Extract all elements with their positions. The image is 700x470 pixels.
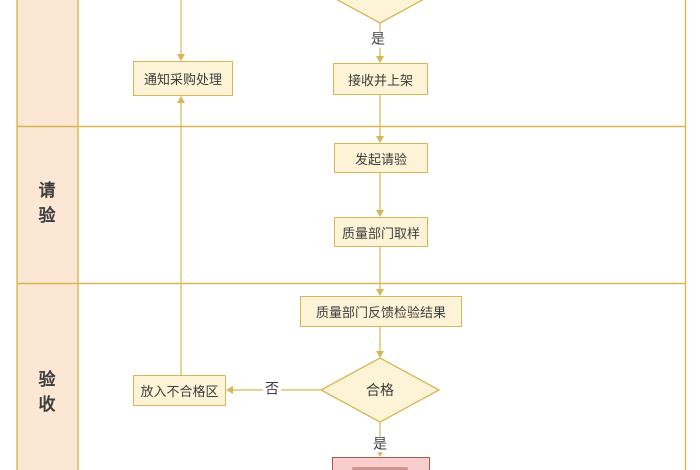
arrowhead-receive — [376, 56, 384, 63]
node-bottom-result-clipped — [332, 457, 430, 470]
lane-label-acceptance: 验收 — [38, 370, 56, 415]
edge-label-yes-top: 是 — [369, 31, 387, 48]
lane-label-inspection-request: 请验 — [38, 181, 56, 226]
node-quality-sampling: 质量部门取样 — [334, 217, 428, 247]
arrowhead-down-notify — [177, 54, 185, 61]
node-receive-and-shelve: 接收并上架 — [333, 63, 428, 95]
arrowhead-initiate — [376, 136, 384, 143]
edge-label-yes-bottom: 是 — [371, 436, 389, 453]
node-quality-feedback: 质量部门反馈检验结果 — [300, 296, 462, 327]
arrowhead-decision — [376, 351, 384, 358]
arrowhead-up-notify — [177, 96, 185, 103]
node-notify-purchasing: 通知采购处理 — [133, 61, 233, 96]
edge-label-no: 否 — [263, 381, 281, 398]
clipped-text-hint — [352, 467, 408, 470]
node-initiate-inspection: 发起请验 — [334, 143, 428, 173]
arrowhead-nonconforming — [226, 386, 233, 394]
lane-header-band — [16, 0, 79, 470]
node-place-nonconforming: 放入不合格区 — [133, 375, 226, 406]
decision-top-shape — [336, 0, 424, 24]
arrowhead-feedback — [376, 289, 384, 296]
decision-qualified-shape — [319, 357, 441, 423]
arrowhead-sampling — [376, 210, 384, 217]
